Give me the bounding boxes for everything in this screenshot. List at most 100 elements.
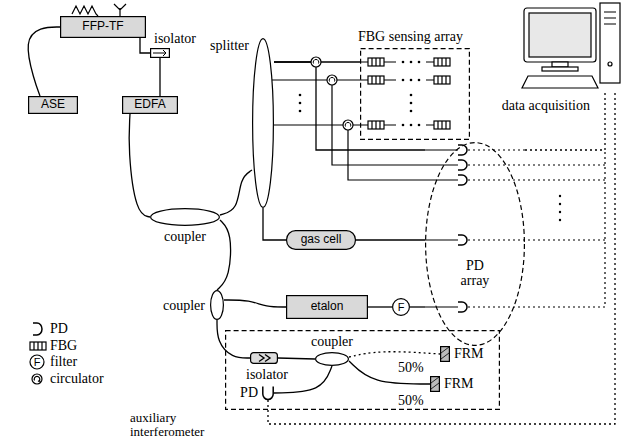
photodetector-symbol — [458, 160, 467, 170]
fiber-link — [268, 90, 615, 424]
component-box: gas cell — [286, 230, 356, 250]
circulator-group — [311, 57, 353, 130]
coupler-ellipse-outline — [315, 352, 349, 366]
box-outline — [287, 296, 368, 319]
filter-outline — [393, 299, 410, 316]
fiber-link — [217, 320, 250, 358]
faraday-mirror: FRM — [440, 346, 450, 362]
circulator-symbol — [311, 57, 321, 67]
component-box: etalon — [286, 295, 368, 319]
ellipsis-dot — [299, 102, 302, 105]
ellipsis-dot — [410, 110, 413, 113]
dashed-outline — [361, 49, 470, 140]
legend-pd-symbol — [33, 323, 42, 335]
pd-outline — [263, 387, 273, 400]
fiber-line — [332, 85, 458, 307]
coupler-ellipse-outline — [150, 208, 220, 226]
circulator-arrow — [329, 77, 335, 81]
ellipsis-dot — [559, 203, 561, 205]
legend-filter-symbol — [30, 355, 44, 369]
mirror-hatch — [441, 347, 449, 359]
circulator-arrow — [313, 59, 319, 63]
photodetector-symbol — [458, 145, 467, 155]
fiber-link — [129, 114, 150, 217]
ellipsis-dot — [418, 124, 421, 127]
coupler-outline — [316, 353, 349, 366]
legend-text: filter — [50, 354, 77, 369]
component-label: splitter — [210, 38, 249, 53]
isolator-symbol: isolator — [150, 48, 170, 58]
faraday-mirror-outline — [440, 346, 450, 362]
isolator-body — [151, 49, 170, 58]
monitor-frame — [524, 8, 596, 62]
fiber-link — [220, 170, 252, 215]
isolator-symbol-outline — [150, 48, 170, 58]
ellipsis-dot — [418, 61, 421, 64]
keyboard — [522, 76, 598, 88]
box-outline — [287, 231, 356, 250]
ellipsis-dot — [299, 94, 302, 97]
motor-zigzag — [72, 6, 98, 16]
isolator-body — [251, 353, 278, 364]
component-box: FFP-TF — [60, 16, 146, 38]
component-box: EDFA — [122, 96, 178, 114]
coupler-ellipse: coupler — [150, 208, 220, 226]
coupler-outline — [151, 209, 220, 226]
fiber-link — [356, 239, 425, 240]
fiber-link — [140, 38, 150, 53]
ellipsis-dot — [559, 195, 561, 197]
component-label: FFP-TF — [82, 20, 123, 33]
ellipsis-dot — [410, 124, 413, 127]
component-box: ASE — [28, 96, 78, 114]
mirror-body — [431, 377, 440, 392]
fiber-link — [217, 220, 231, 290]
circulator-arrows — [313, 59, 351, 126]
ellipsis-dot — [559, 211, 561, 213]
fiber-link — [224, 300, 286, 307]
dashed-ellipse: PD array — [425, 142, 525, 346]
coupler-ellipse-outline — [210, 290, 224, 320]
ellipsis-dot — [410, 94, 413, 97]
monitor-base — [542, 67, 578, 71]
fbg-stripes — [372, 58, 446, 129]
fiber-link — [28, 27, 60, 96]
coupler-outline — [211, 291, 224, 320]
fiber-link — [349, 361, 430, 384]
fiber-link — [410, 306, 425, 307]
component-label: isolator — [246, 367, 288, 382]
dot-group — [299, 61, 562, 222]
computer-icon-outline — [522, 2, 622, 90]
legend-text: circulator — [50, 371, 104, 386]
photodetector-symbol — [458, 175, 467, 185]
photodetector-symbol — [458, 235, 467, 245]
legend-fbg-stripes — [34, 342, 42, 350]
coupler-outline — [253, 39, 274, 208]
component-label: coupler — [311, 334, 353, 349]
coupler-ellipse-outline — [252, 38, 274, 208]
component-label: EDFA — [134, 98, 165, 111]
filter-circle: F — [392, 298, 410, 316]
circulator-symbol — [327, 75, 337, 85]
dashed-group-box: FBG sensing array — [360, 48, 470, 140]
ellipsis-dot — [559, 219, 561, 221]
ellipsis-dot — [410, 79, 413, 82]
component-label: ASE — [41, 98, 65, 111]
ellipsis-dot — [402, 124, 405, 127]
tower-slots — [604, 12, 616, 24]
component-label: gas cell — [301, 233, 342, 246]
ellipsis-dot — [402, 61, 405, 64]
component-label: FBG sensing array — [358, 29, 463, 44]
monitor-stand — [552, 62, 568, 67]
pd-array-outline — [426, 143, 525, 346]
coupler-ellipse: coupler — [315, 352, 349, 366]
ellipsis-dot — [402, 79, 405, 82]
split-ratio-label: 50% — [398, 360, 424, 375]
photodetector-symbol-outline — [262, 386, 274, 400]
fiber-link — [274, 62, 425, 150]
fiber-group — [30, 4, 605, 384]
isolator-chevrons — [259, 355, 270, 362]
coupler-ellipse: coupler — [210, 290, 224, 320]
circulator-arrow — [345, 122, 351, 126]
faraday-mirror: FRM — [430, 376, 440, 392]
